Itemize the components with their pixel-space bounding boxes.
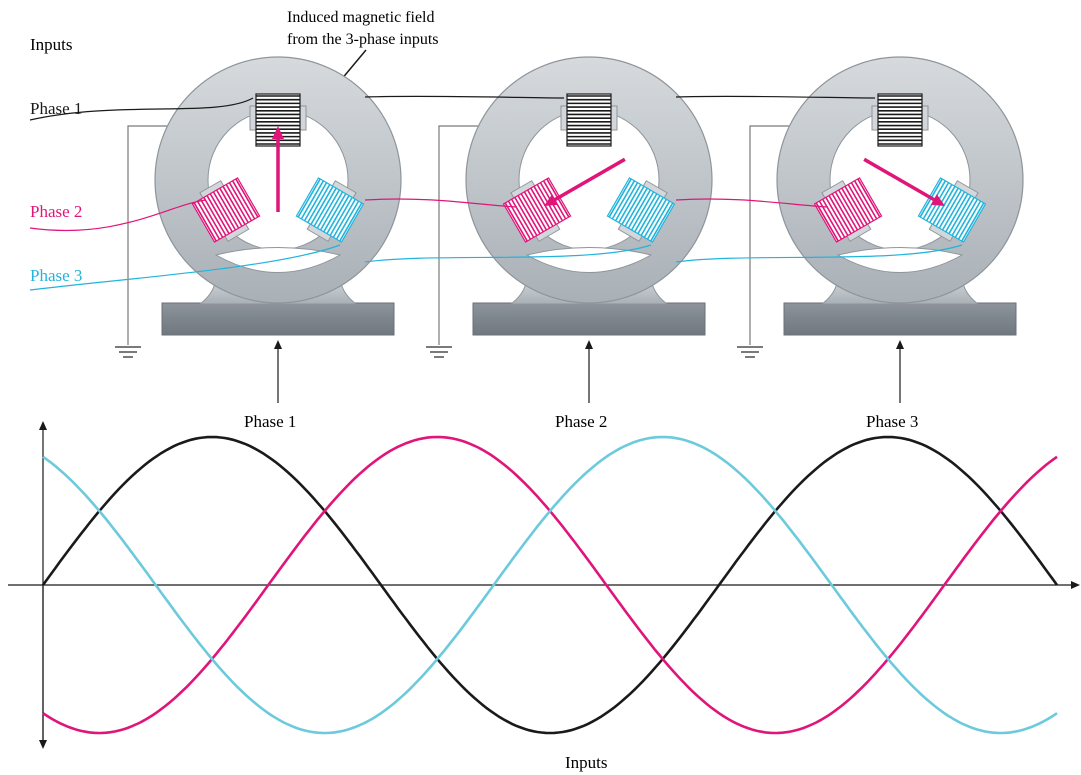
phase3-coil (295, 177, 365, 243)
induced-field-arrow (543, 157, 626, 207)
phase1-wave (41, 435, 1059, 735)
motor-1 (29, 56, 402, 358)
motor-base (783, 302, 1017, 336)
phase1-coil (566, 93, 612, 147)
phase1-wire (364, 95, 565, 99)
motor-3 (675, 56, 1024, 358)
input-wires (675, 95, 963, 263)
motor-2 (364, 56, 713, 358)
phase2-wire (675, 198, 829, 208)
phase3-coil (606, 177, 676, 243)
annotation-line-2: from the 3-phase inputs (287, 31, 439, 48)
motor-base (161, 302, 395, 336)
input-wires (29, 97, 341, 291)
annotation-line-1: Induced magnetic field (287, 9, 435, 26)
phase3-wire (29, 244, 341, 291)
induced-field-arrow (863, 157, 946, 207)
motor-base (472, 302, 706, 336)
stage-label-3: Phase 3 (866, 412, 918, 431)
phase-waveform-chart (8, 421, 1080, 749)
stage-label-2: Phase 2 (555, 412, 607, 431)
inputs-label-top: Inputs (30, 35, 73, 54)
inputs-label-bottom: Inputs (565, 753, 608, 772)
phase3-input-label: Phase 3 (30, 266, 82, 285)
phase3-wire (675, 244, 963, 263)
phase2-wire (364, 198, 518, 208)
phase1-wire (29, 97, 254, 121)
phase1-coil (877, 93, 923, 147)
phase2-input-label: Phase 2 (30, 202, 82, 221)
phase2-wire (29, 199, 207, 232)
phase3-coil (917, 177, 987, 243)
phase2-coil (813, 177, 883, 243)
phase3-wave (42, 435, 1058, 735)
phase2-coil (191, 177, 261, 243)
phase1-wire (675, 95, 876, 99)
phase2-coil (502, 177, 572, 243)
stage-label-1: Phase 1 (244, 412, 296, 431)
input-wires (364, 95, 652, 263)
phase3-wire (364, 244, 652, 263)
